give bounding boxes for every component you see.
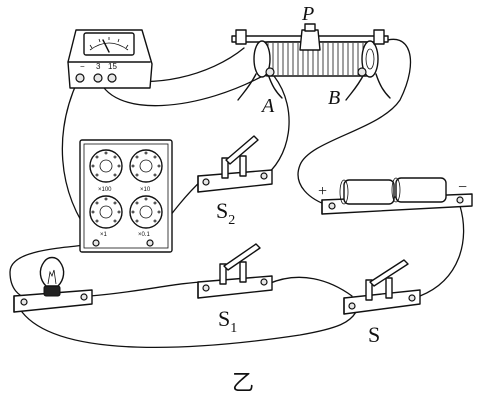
- voltmeter: − 3 15: [67, 29, 153, 89]
- wire-s1-to-s: [267, 276, 353, 297]
- wire-bulb-to-s1: [89, 281, 207, 297]
- switch-s-terminal-right[interactable]: [408, 294, 416, 302]
- switch-s-terminal-left[interactable]: [348, 302, 356, 310]
- battery-positive-label: +: [318, 183, 327, 200]
- dial-x1[interactable]: [89, 195, 123, 229]
- rheostat-end-a: [253, 40, 271, 78]
- multiplier-x1: ×1: [100, 232, 108, 238]
- rheostat-rail-terminal-right[interactable]: [373, 29, 385, 45]
- switch-s1-label: S1: [218, 306, 237, 336]
- battery-cell-1: [339, 179, 395, 205]
- voltmeter-terminal-15-label: 15: [108, 62, 117, 71]
- wire-battery-to-s: [419, 205, 465, 297]
- switch-s-post: [365, 279, 373, 301]
- battery-terminal-positive[interactable]: [328, 202, 336, 210]
- rheostat-slider[interactable]: [299, 29, 321, 51]
- figure-label: 乙: [232, 370, 254, 395]
- switch-s1-lever[interactable]: [223, 243, 261, 271]
- switch-s2-label: S2: [216, 198, 235, 228]
- dial-x0-1[interactable]: [129, 195, 163, 229]
- wire-rheostat-to-battery: [297, 38, 412, 207]
- battery-negative-label: −: [458, 179, 467, 196]
- switch-s1-terminal-right[interactable]: [260, 278, 268, 286]
- terminal-b-label: B: [328, 87, 340, 109]
- dial-x10[interactable]: [129, 149, 163, 183]
- switch-s-base: [343, 289, 421, 315]
- battery-holder: + −: [318, 177, 473, 215]
- rheostat-slider-knob[interactable]: [304, 23, 316, 32]
- voltmeter-terminal-minus[interactable]: [75, 73, 85, 83]
- switch-s2-lever[interactable]: [225, 135, 259, 165]
- switch-s2-contact: [239, 155, 247, 177]
- switch-s1-post: [219, 263, 227, 285]
- voltmeter-dial: [83, 32, 135, 56]
- rheostat-terminal-b[interactable]: [357, 67, 367, 77]
- multiplier-x100: ×100: [98, 187, 112, 193]
- switch-s-lever[interactable]: [369, 259, 409, 287]
- switch-s2-terminal-left[interactable]: [202, 178, 210, 186]
- switch-s-contact: [385, 277, 393, 299]
- switch-s[interactable]: S: [343, 259, 421, 347]
- voltmeter-terminal-15[interactable]: [107, 73, 117, 83]
- terminal-a-label: A: [260, 95, 275, 117]
- switch-s2-terminal-right[interactable]: [260, 172, 268, 180]
- rheostat: P A B: [231, 3, 391, 117]
- rheostat-rail-terminal-left[interactable]: [235, 29, 247, 45]
- bulb-terminal-right[interactable]: [80, 293, 88, 301]
- battery-cell-2: [391, 177, 447, 203]
- bulb-glass: [39, 256, 65, 287]
- voltmeter-terminal-3-label: 3: [96, 62, 101, 71]
- voltmeter-terminal-minus-label: −: [80, 62, 85, 71]
- voltmeter-terminal-3[interactable]: [93, 73, 103, 83]
- bulb-holder: [13, 256, 93, 313]
- resistance-box-terminal-left[interactable]: [92, 239, 100, 247]
- voltmeter-needle: [102, 39, 110, 53]
- battery-terminal-negative[interactable]: [456, 196, 464, 204]
- bulb-socket: [43, 285, 61, 297]
- bulb-filament: [47, 269, 57, 285]
- multiplier-x10: ×10: [140, 187, 151, 193]
- switch-s2-post: [221, 157, 229, 179]
- bulb-terminal-left[interactable]: [20, 298, 28, 306]
- wire-a-to-s2: [261, 75, 290, 179]
- resistance-box-terminal-right[interactable]: [146, 239, 154, 247]
- rheostat-terminal-a[interactable]: [265, 67, 275, 77]
- slider-label: P: [301, 3, 314, 25]
- wire-voltmeter-to-a: [97, 71, 271, 107]
- switch-s1[interactable]: S1: [197, 243, 273, 336]
- rheostat-end-b: [361, 40, 379, 78]
- switch-s1-contact: [239, 261, 247, 283]
- resistance-box: ×100 ×10 ×1 ×0.1: [79, 139, 173, 253]
- switch-s2[interactable]: S2: [197, 135, 273, 228]
- wire-box-to-bulb: [9, 243, 97, 299]
- wire-bulb-to-s: [21, 311, 357, 349]
- dial-x100[interactable]: [89, 149, 123, 183]
- multiplier-x0-1: ×0.1: [138, 232, 151, 238]
- switch-s-label: S: [368, 322, 380, 347]
- switch-s1-terminal-left[interactable]: [202, 284, 210, 292]
